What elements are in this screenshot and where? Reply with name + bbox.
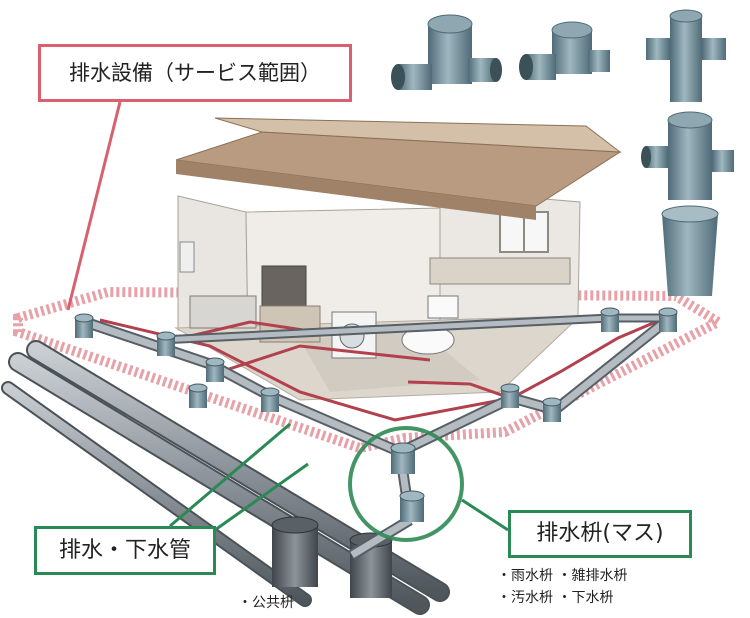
basin-types-line-1: ・雨水枡 ・雑排水枡 — [497, 568, 628, 584]
service-scope-callout: 排水設備（サービス範囲） — [38, 44, 352, 102]
basin-highlight-circle — [348, 426, 464, 542]
service-scope-label: 排水設備（サービス範囲） — [69, 60, 321, 85]
basin-fitting-products — [391, 9, 734, 296]
drain-sewer-pipe-label: 排水・下水管 — [58, 537, 191, 563]
callout-leader-lines — [66, 101, 509, 532]
drain-basin-label: 排水枡(マス) — [536, 521, 664, 546]
drain-sewer-pipe-callout: 排水・下水管 — [34, 526, 216, 575]
drain-basin-callout: 排水枡(マス) — [508, 510, 692, 558]
drain-basins — [74, 307, 678, 522]
house-cutaway — [174, 117, 622, 401]
public-basin-note: ・公共枡 — [238, 595, 294, 611]
basin-types-line-2: ・汚水枡 ・下水枡 — [497, 590, 614, 606]
